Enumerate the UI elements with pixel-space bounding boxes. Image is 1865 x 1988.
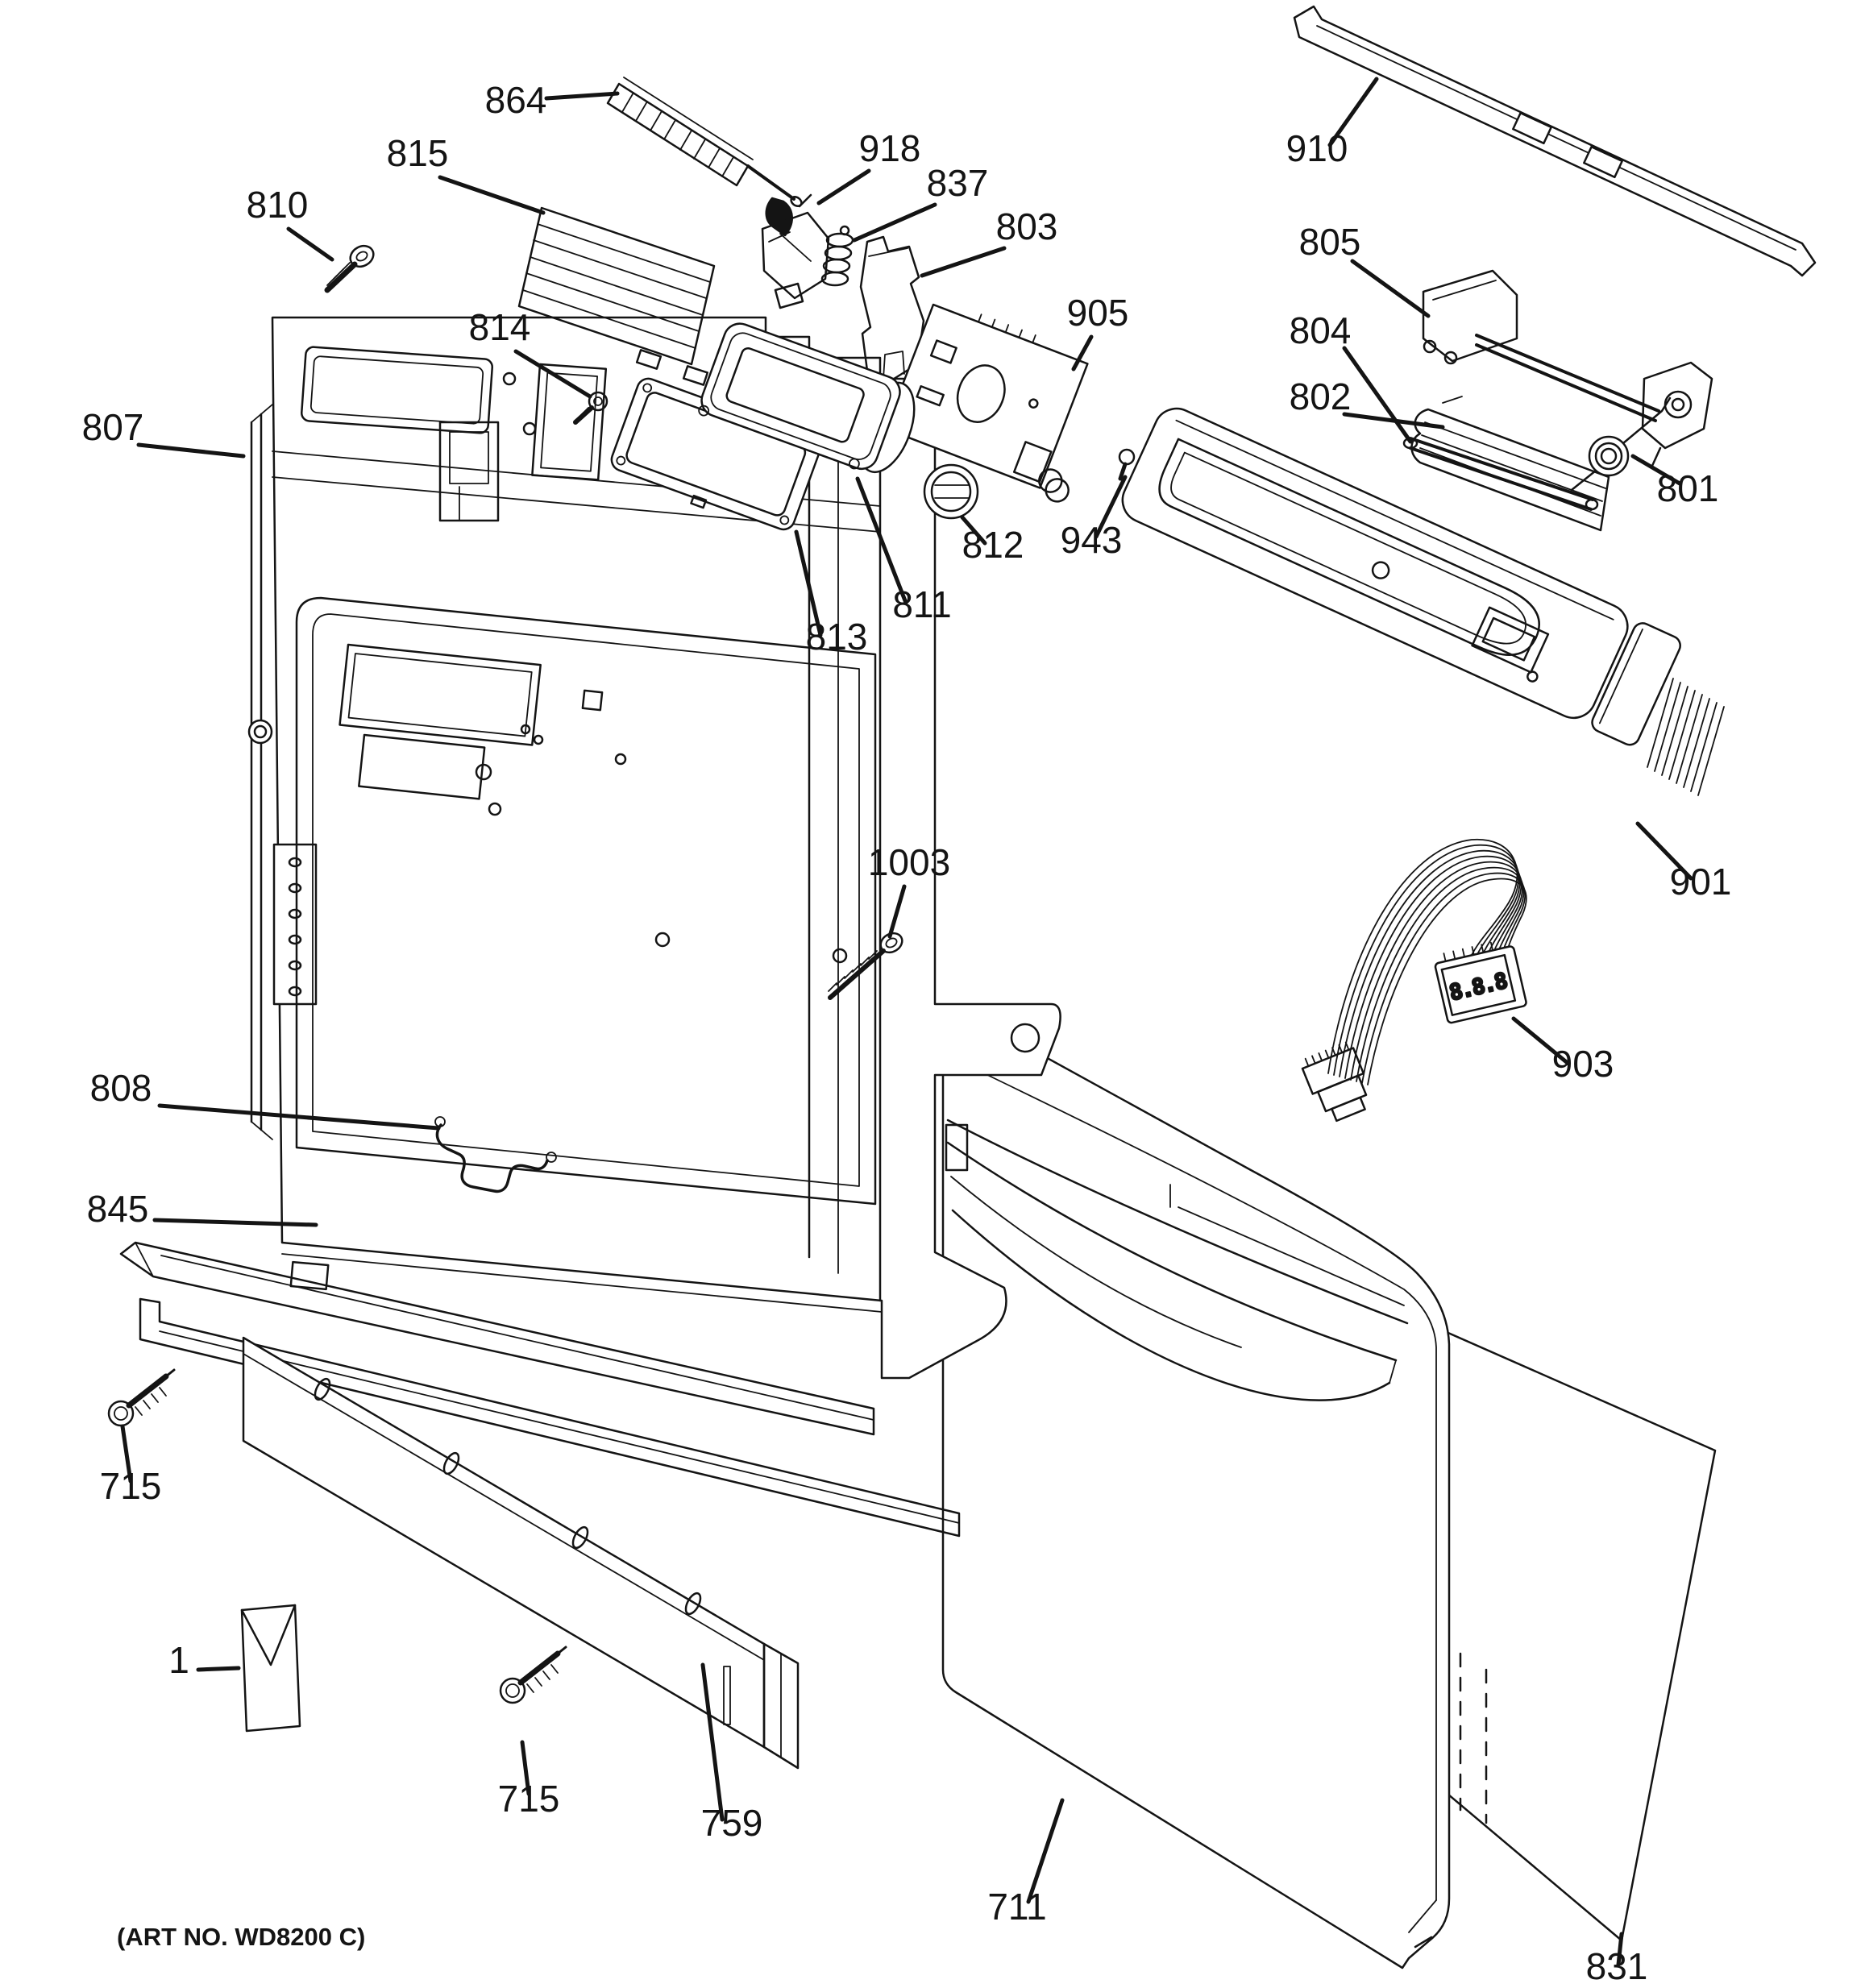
hidden-edge-dashes: [1459, 1652, 1488, 1824]
part-810-screw: [324, 244, 375, 293]
escutcheon-ribbon-fan: [1647, 678, 1725, 796]
part-814-screw: [573, 391, 609, 425]
part-715-screw-left: [107, 1368, 176, 1427]
part-label-901: 901: [1670, 861, 1732, 903]
part-label-711: 711: [987, 1886, 1046, 1928]
part-label-802: 802: [1290, 376, 1352, 417]
part-label-815: 815: [387, 132, 449, 174]
part-1-literature-envelope: [240, 1604, 301, 1733]
part-802-handle-rail: [1410, 396, 1610, 532]
part-801-torsion-spring: [1570, 396, 1672, 492]
part-label-807: 807: [82, 406, 144, 448]
part-label-813: 813: [806, 616, 868, 658]
part-label-805: 805: [1299, 221, 1361, 263]
part-715-screw-right: [499, 1646, 567, 1704]
part-918-door-latch: [761, 193, 830, 309]
part-864-vent-grille: [606, 77, 803, 207]
part-labels: 864 918 837 803 905 815 810 814 807 910 …: [82, 79, 1732, 1987]
lower-panel-strip: [139, 1297, 961, 1538]
ribbon-cable: [1327, 838, 1527, 1085]
part-837-spring: [820, 225, 854, 287]
part-label-811: 811: [892, 583, 951, 625]
part-845-trim-strip: [119, 1241, 875, 1436]
part-label-1003: 1003: [868, 841, 950, 883]
part-1003-screw: [828, 932, 903, 1000]
part-label-814: 814: [469, 306, 531, 348]
part-label-845: 845: [87, 1188, 149, 1230]
part-903-display-harness: 8.8.8: [1301, 838, 1527, 1123]
part-759-access-panel: [242, 1336, 800, 1770]
leader-lines: [120, 77, 1693, 1967]
part-811-display-housing: [698, 322, 916, 474]
part-label-715-left: 715: [100, 1465, 162, 1507]
part-label-918: 918: [859, 127, 921, 169]
part-label-715-right: 715: [498, 1778, 560, 1820]
part-label-943: 943: [1061, 519, 1123, 561]
part-901-escutcheon: [1121, 407, 1725, 796]
part-905-control-module: [884, 303, 1089, 503]
art-number-note: (ART NO. WD8200 C): [117, 1923, 365, 1951]
part-label-903: 903: [1552, 1043, 1614, 1085]
part-812-knob: [923, 463, 979, 520]
part-label-910: 910: [1286, 127, 1348, 169]
part-815-louver-panel: [517, 206, 716, 386]
part-910-trim-strip: [1293, 5, 1817, 277]
part-943-screw: [1118, 448, 1136, 481]
part-label-808: 808: [90, 1067, 152, 1109]
part-label-905: 905: [1067, 292, 1129, 334]
part-807-inner-door-panel: [247, 316, 1061, 1380]
part-804-rod: [1402, 437, 1599, 511]
seven-segment-display: 8.8.8: [1434, 941, 1527, 1024]
part-label-831: 831: [1586, 1945, 1648, 1987]
part-805-bracket: [1422, 269, 1713, 467]
part-label-804: 804: [1290, 309, 1352, 351]
part-label-1: 1: [168, 1639, 189, 1681]
part-label-812: 812: [962, 524, 1024, 566]
part-label-759: 759: [701, 1802, 763, 1844]
part-label-803: 803: [996, 205, 1058, 247]
part-808-clip: [434, 1116, 557, 1193]
part-711-outer-door-panel: [941, 1016, 1451, 1969]
part-label-864: 864: [485, 79, 547, 121]
part-label-810: 810: [247, 184, 309, 226]
part-label-837: 837: [927, 162, 989, 204]
part-label-801: 801: [1657, 467, 1719, 509]
